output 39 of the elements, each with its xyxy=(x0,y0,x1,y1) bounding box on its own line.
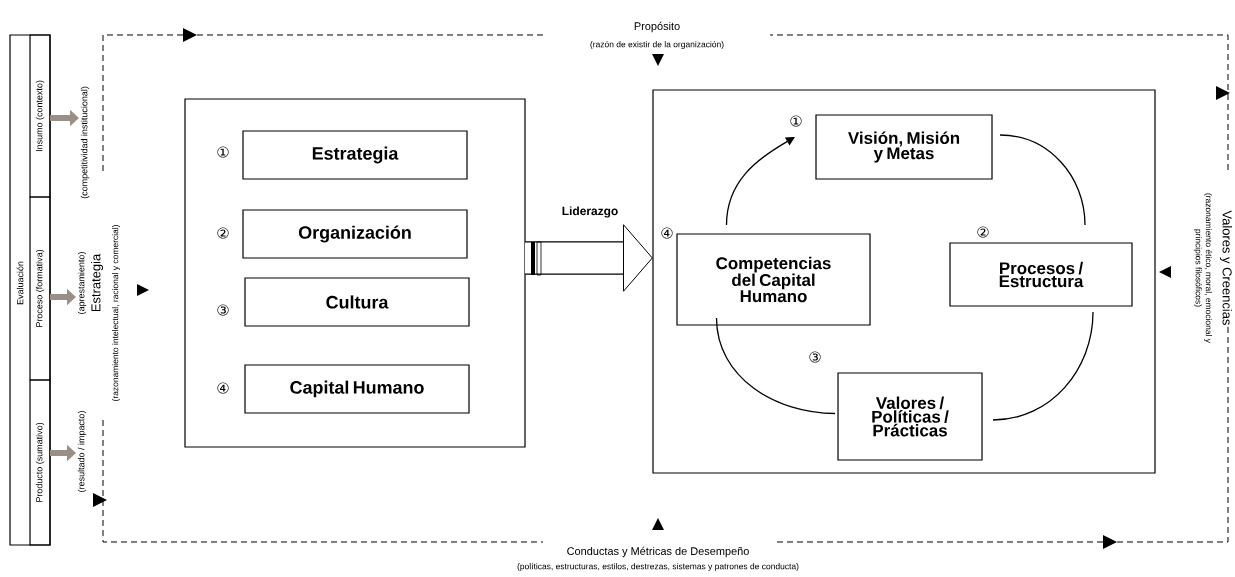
step-number: ① xyxy=(790,115,802,127)
step-number: ② xyxy=(217,227,229,239)
note: (razonamiento intelectual, racional y comercial) xyxy=(112,225,120,401)
process-box: Visión, Misión y Metas xyxy=(815,114,993,180)
step-number: ③ xyxy=(217,304,229,316)
process-box: Cultura xyxy=(244,277,470,327)
group-box xyxy=(652,89,1156,474)
table-cell: Insumo (contexto) xyxy=(29,34,51,198)
note: (razón de existir de la organización) xyxy=(590,41,724,49)
process-box: Valores / Políticas / Prácticas xyxy=(837,372,983,461)
note: (políticas, estructuras, estilos, destrezas, sistemas y patrones de conducta) xyxy=(517,563,799,571)
step-number: ④ xyxy=(217,382,229,394)
process-box: Organización xyxy=(242,209,468,259)
curved-connector xyxy=(992,311,1094,421)
process-box: Capital Humano xyxy=(244,364,470,414)
block-arrow xyxy=(525,224,653,292)
heading: Estrategia xyxy=(90,253,104,312)
edge-label: Liderazgo xyxy=(562,206,618,218)
table-cell: Proceso (formativa) xyxy=(29,196,51,381)
curved-connector xyxy=(725,137,795,226)
side-note: (competitividad institucional) xyxy=(80,86,90,199)
table-cell: Producto (sumativo) xyxy=(29,379,51,546)
side-note: (resultado / impacto) xyxy=(77,411,87,492)
heading: Propósito xyxy=(634,21,680,33)
note: (razonamiento ético, moral, emocional y principios filosóficos) xyxy=(1193,193,1213,343)
process-box: Estrategia xyxy=(242,130,468,180)
curved-connector xyxy=(715,317,836,415)
process-box: Competencias del Capital Humano xyxy=(676,233,871,326)
step-number: ② xyxy=(977,226,989,238)
curved-connector xyxy=(999,134,1086,226)
heading: Valores y Creencias xyxy=(1219,210,1233,325)
heading: Conductas y Métricas de Desempeño xyxy=(567,546,749,558)
step-number: ③ xyxy=(809,351,821,363)
step-number: ④ xyxy=(661,227,673,239)
side-note: (aprestamiento) xyxy=(77,252,87,314)
step-number: ① xyxy=(217,146,229,158)
group-box xyxy=(184,98,526,448)
process-box: Procesos / Estructura xyxy=(949,242,1133,307)
table-heading: Evaluación xyxy=(16,261,24,305)
